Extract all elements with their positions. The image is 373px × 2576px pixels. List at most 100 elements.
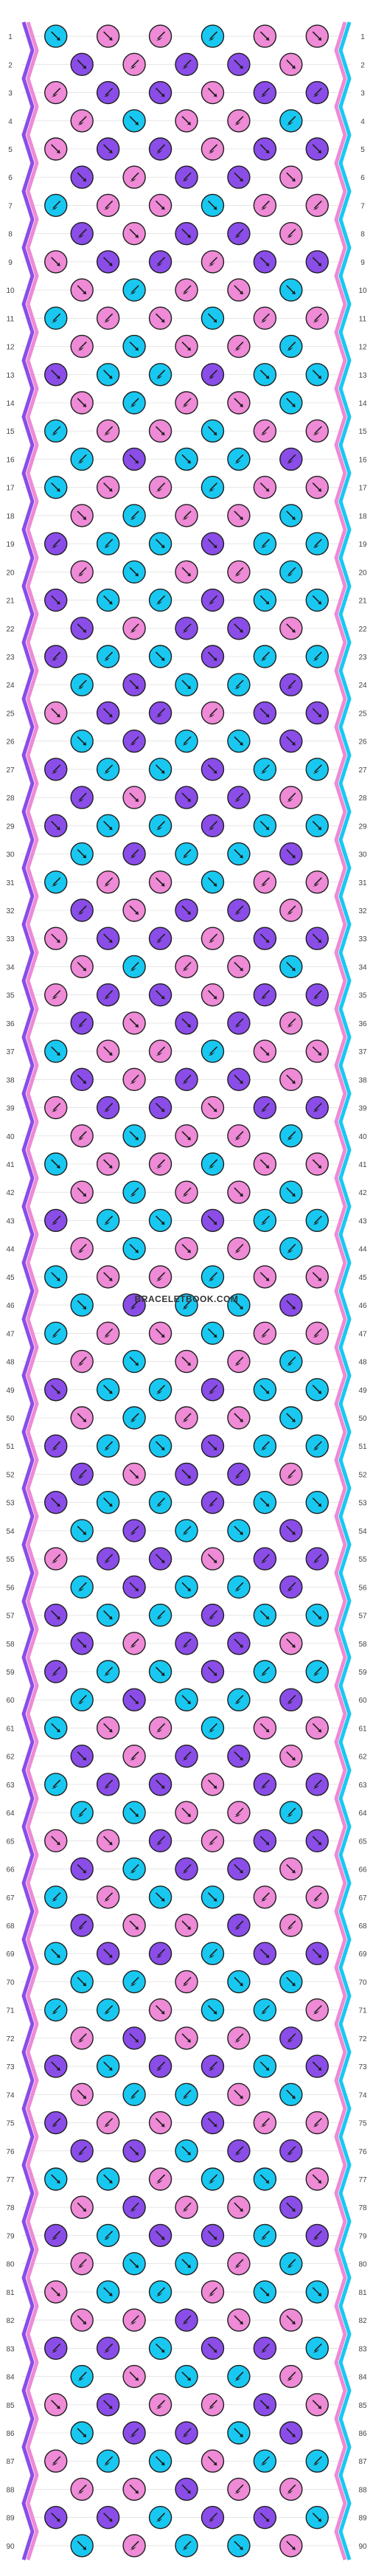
- arrow-head: [103, 1559, 111, 1564]
- knot-direction-arrow-icon: [105, 1666, 114, 1675]
- knot-direction-arrow-icon: [287, 229, 296, 237]
- knot: [96, 588, 120, 612]
- knot-direction-arrow-icon: [77, 848, 86, 857]
- knot: [70, 2534, 94, 2558]
- knot: [201, 193, 225, 218]
- knot: [253, 588, 277, 612]
- arrow-head: [265, 2518, 270, 2522]
- knot-direction-arrow-icon: [52, 1892, 61, 1900]
- knot: [305, 1773, 329, 1796]
- knot: [44, 1321, 68, 1346]
- arrow-head: [286, 685, 293, 690]
- knot: [305, 306, 329, 330]
- knot-direction-arrow-icon: [314, 1441, 322, 1450]
- arrow-head: [161, 206, 165, 210]
- row-number-right: 69: [358, 1950, 367, 1959]
- knot-direction-arrow-icon: [207, 1215, 216, 1224]
- knot-direction-arrow-icon: [262, 651, 270, 660]
- knot-direction-arrow-icon: [130, 172, 139, 181]
- knot-direction-arrow-icon: [52, 1441, 61, 1450]
- arrow-head: [56, 488, 60, 492]
- knot-direction-arrow-icon: [234, 961, 243, 970]
- row-number-left: 10: [6, 287, 15, 295]
- knot-direction-arrow-icon: [207, 2456, 216, 2465]
- arrow-head: [291, 2095, 296, 2099]
- row-number-right: 4: [360, 118, 365, 126]
- arrow-head: [313, 1108, 320, 1112]
- knot-direction-arrow-icon: [52, 1554, 61, 1562]
- knot-direction-arrow-icon: [51, 1385, 59, 1393]
- knot-direction-arrow-icon: [79, 1807, 87, 1816]
- knot: [122, 842, 146, 866]
- arrow-head: [239, 178, 243, 182]
- knot-direction-arrow-icon: [262, 1441, 270, 1450]
- knot-direction-arrow-icon: [103, 2400, 111, 2408]
- knot: [201, 24, 225, 48]
- arrow-head: [77, 1813, 85, 1818]
- knot-direction-arrow-icon: [129, 2033, 138, 2042]
- arrow-head: [108, 1616, 113, 1620]
- knot-direction-arrow-icon: [51, 1948, 59, 1957]
- row-number-left: 25: [6, 710, 15, 718]
- knot: [305, 137, 329, 161]
- knot-direction-arrow-icon: [286, 398, 294, 406]
- knot: [148, 2054, 172, 2078]
- knot: [227, 52, 251, 77]
- knot: [96, 532, 120, 555]
- knot: [70, 617, 94, 640]
- knot: [148, 758, 172, 781]
- row-number-right: 87: [358, 2458, 367, 2466]
- knot: [96, 2223, 120, 2248]
- knot-direction-arrow-icon: [52, 313, 61, 322]
- knot-direction-arrow-icon: [129, 454, 138, 463]
- knot-direction-arrow-icon: [129, 905, 138, 914]
- row-number-right: 63: [358, 1782, 367, 1790]
- knot-direction-arrow-icon: [259, 257, 268, 266]
- arrow-head: [161, 319, 165, 323]
- knot: [279, 2421, 303, 2445]
- arrow-head: [260, 319, 268, 323]
- knot-direction-arrow-icon: [157, 2287, 166, 2296]
- arrow-head: [291, 629, 296, 633]
- knot-direction-arrow-icon: [314, 1666, 322, 1675]
- knot: [70, 1124, 94, 1148]
- knot-direction-arrow-icon: [183, 1526, 192, 1534]
- knot: [175, 2308, 198, 2332]
- knot: [305, 1095, 329, 1120]
- knot-direction-arrow-icon: [77, 1074, 86, 1083]
- knot-direction-arrow-icon: [286, 623, 294, 631]
- knot-direction-arrow-icon: [207, 2230, 216, 2239]
- knot: [227, 1067, 251, 1092]
- arrow-head: [213, 2236, 217, 2240]
- arrow-head: [182, 1306, 189, 1310]
- knot: [70, 447, 94, 471]
- knot: [227, 221, 251, 246]
- knot: [96, 2393, 120, 2417]
- knot-direction-arrow-icon: [157, 31, 166, 40]
- knot: [201, 870, 225, 894]
- knot: [148, 193, 172, 218]
- row-number-left: 82: [6, 2317, 15, 2325]
- arrow-head: [182, 2546, 189, 2550]
- arrow-head: [286, 572, 293, 577]
- arrow-head: [182, 1193, 189, 1197]
- knot: [96, 1434, 120, 1458]
- knot: [201, 983, 225, 1007]
- arrow-head: [83, 516, 87, 520]
- knot: [201, 250, 225, 274]
- row-number-left: 19: [6, 541, 15, 549]
- knot: [122, 2195, 146, 2219]
- arrow-head: [130, 741, 137, 746]
- knot-direction-arrow-icon: [312, 1948, 321, 1957]
- row-number-right: 1: [360, 33, 365, 41]
- knot-direction-arrow-icon: [312, 707, 321, 716]
- arrow-head: [156, 150, 163, 153]
- knot: [70, 842, 94, 866]
- arrow-head: [135, 347, 139, 351]
- arrow-head: [265, 37, 270, 41]
- row-number-left: 61: [6, 1725, 15, 1733]
- arrow-head: [239, 2321, 243, 2325]
- knot-direction-arrow-icon: [157, 1385, 166, 1393]
- arrow-head: [187, 1700, 191, 1705]
- arrow-head: [156, 939, 163, 944]
